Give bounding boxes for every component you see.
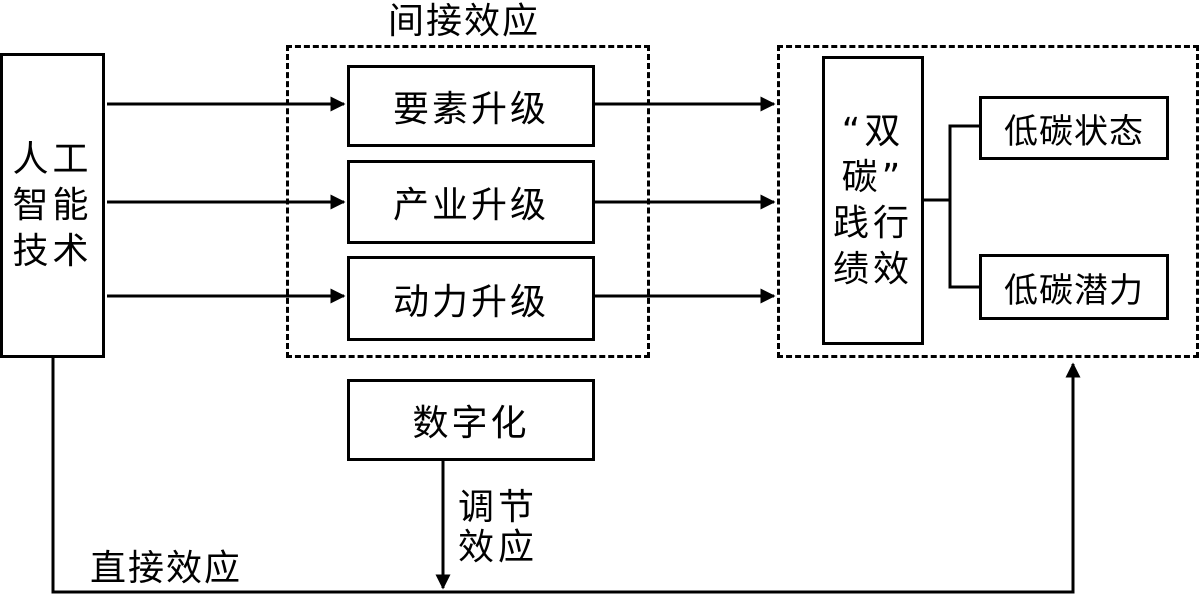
mediator-label: 动力升级	[392, 281, 549, 323]
indirect-effect-label: 间接效应	[388, 1, 541, 42]
outcome-line3: 践行	[832, 202, 913, 244]
outcome-group	[777, 45, 1199, 358]
direct-effect-label: 直接效应	[90, 548, 243, 589]
bracket-connector	[922, 124, 980, 202]
digitalization-box: 数字化	[347, 379, 595, 461]
moderation-line1: 调节	[458, 487, 539, 528]
outcome-line2: 碳”	[841, 156, 905, 198]
outcome-line1: “双	[841, 110, 905, 152]
mediator-power-upgrade: 动力升级	[347, 256, 595, 341]
ai-tech-line3: 技术	[12, 230, 93, 272]
sub-outcome-label: 低碳潜力	[1004, 270, 1144, 311]
moderation-line2: 效应	[458, 527, 539, 568]
outcome-line4: 绩效	[832, 248, 913, 290]
moderation-effect-label: 调节 效应	[458, 488, 538, 568]
mediator-factor-upgrade: 要素升级	[347, 65, 595, 147]
indirect-effect-group	[286, 45, 650, 358]
low-carbon-state-box: 低碳状态	[979, 96, 1169, 160]
mediator-label: 要素升级	[392, 89, 549, 130]
dual-carbon-performance-box: “双 碳” 践行 绩效	[822, 56, 924, 345]
mediator-industry-upgrade: 产业升级	[347, 160, 595, 244]
arrow-direct-effect	[51, 358, 1081, 594]
low-carbon-potential-box: 低碳潜力	[979, 254, 1169, 320]
mediator-label: 产业升级	[392, 185, 549, 226]
moderator-label: 数字化	[412, 403, 530, 444]
ai-technology-box: 人工 智能 技术	[0, 53, 105, 358]
ai-tech-line2: 智能	[12, 184, 93, 226]
ai-tech-line1: 人工	[12, 138, 93, 180]
sub-outcome-label: 低碳状态	[1004, 111, 1144, 152]
